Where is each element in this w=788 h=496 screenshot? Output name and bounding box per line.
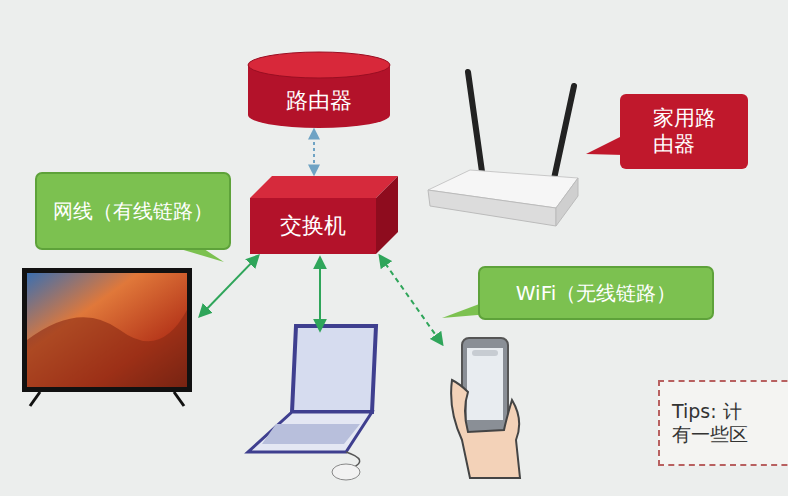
node-text: Tips: 计 <box>672 400 742 423</box>
node-text: 家用路由器 <box>653 106 716 156</box>
callout-box: 家用路由器 <box>620 94 748 169</box>
node-text: 路由器 <box>286 88 352 114</box>
node-text: 交换机 <box>280 213 346 239</box>
wireless-link <box>380 256 442 344</box>
tips-box: Tips: 计有一些区 <box>658 380 788 466</box>
callout-tail <box>586 135 624 155</box>
laptop-icon <box>248 326 376 480</box>
callout-box: WiFi（无线链路） <box>478 266 714 320</box>
router-cylinder: 路由器 <box>248 52 390 128</box>
node-text: 网线（有线链路） <box>53 199 213 223</box>
home-router-icon <box>428 72 578 226</box>
wired-link <box>200 256 258 316</box>
connector <box>313 130 315 174</box>
node-text: 有一些区 <box>672 423 748 446</box>
wired-link <box>319 258 321 330</box>
switch-box: 交换机 <box>250 176 398 254</box>
callout-box: 网线（有线链路） <box>35 172 231 250</box>
node-text: WiFi（无线链路） <box>516 281 677 305</box>
tv-icon <box>22 268 192 406</box>
phone-in-hand-icon <box>451 338 520 478</box>
